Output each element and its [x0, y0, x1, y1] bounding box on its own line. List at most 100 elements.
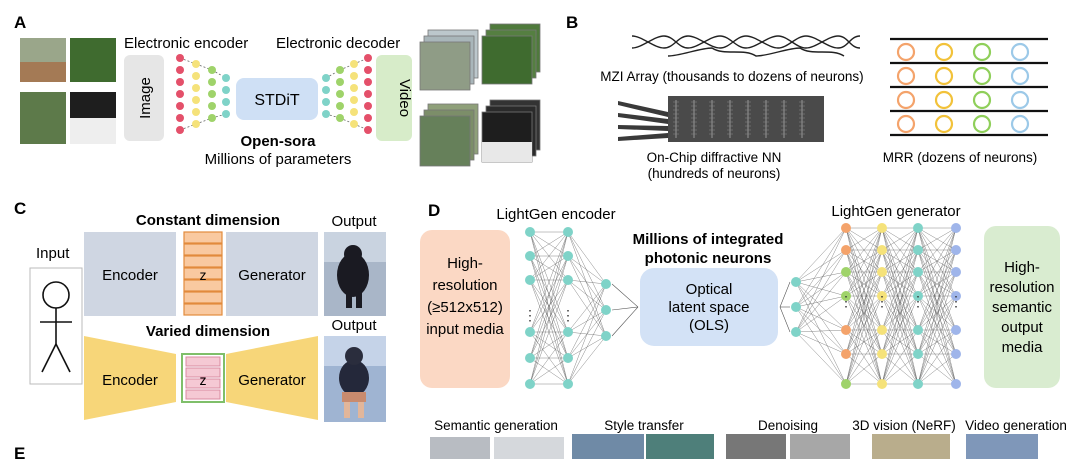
neuron-node [601, 305, 611, 315]
neuron-node [192, 72, 200, 80]
input-text-line: (≥512x512) [427, 299, 503, 316]
lightgen-encoder-title: LightGen encoder [496, 206, 615, 223]
latent-cell [183, 267, 223, 280]
input-text-line: High- [447, 255, 483, 272]
neuron-node [841, 245, 851, 255]
latent-cell [185, 367, 221, 378]
neuron-node [913, 379, 923, 389]
neuron-node [208, 66, 216, 74]
neuron-node [877, 223, 887, 233]
lightgen-encoder-network: ⋮⋮ [523, 227, 639, 389]
neuron-node [208, 102, 216, 110]
panel-d-letter: D [428, 201, 440, 220]
ellipsis-dots: ⋮ [839, 293, 853, 309]
stdit-label: STDiT [254, 92, 300, 109]
neuron-node [525, 379, 535, 389]
neurons-title-1: Millions of integrated [633, 231, 784, 248]
task-style-transfer: Style transfer [604, 418, 684, 433]
denoising-image [790, 434, 850, 459]
neuron-node [563, 379, 573, 389]
neuron-node [192, 84, 200, 92]
neuron-node [951, 291, 961, 301]
microring-resonator [1010, 114, 1030, 134]
neuron-node [222, 98, 230, 106]
output-text-line: resolution [989, 279, 1054, 296]
neuron-node [877, 379, 887, 389]
denoising-image [726, 434, 786, 459]
varied-dimension-title: Varied dimension [146, 323, 270, 340]
neuron-node [322, 98, 330, 106]
image-thumbnail [20, 92, 66, 144]
neuron-node [913, 245, 923, 255]
neuron-node [364, 54, 372, 62]
stdit-box [236, 78, 318, 120]
latent-cell [183, 291, 223, 304]
neuron-node [841, 379, 851, 389]
neuron-node [791, 277, 801, 287]
neuron-node [336, 102, 344, 110]
constant-encoder-box [84, 232, 176, 316]
output-text-line: semantic [992, 299, 1053, 316]
neuron-node [563, 227, 573, 237]
output-image-top [324, 232, 386, 316]
neuron-node [841, 325, 851, 335]
neuron-node [192, 96, 200, 104]
neuron-node [208, 90, 216, 98]
latent-cell [183, 243, 223, 256]
neuron-node [336, 90, 344, 98]
latent-z-label-varied: z [200, 372, 207, 388]
electronic-encoder-label: Electronic encoder [124, 35, 248, 52]
varied-encoder-label: Encoder [102, 372, 158, 389]
neuron-node [841, 291, 851, 301]
neuron-node [208, 114, 216, 122]
panel-e: E Semantic generation Style transfer Den… [14, 418, 1067, 463]
neuron-node [222, 74, 230, 82]
microring-resonator [934, 66, 954, 86]
neuron-node [841, 349, 851, 359]
neuron-node [841, 267, 851, 277]
neuron-node [601, 279, 611, 289]
microring-resonator [972, 114, 992, 134]
neuron-node [176, 78, 184, 86]
neuron-node [364, 78, 372, 86]
neuron-node [951, 267, 961, 277]
video-frames-top [419, 23, 541, 91]
latent-cell [183, 279, 223, 292]
panel-a-letter: A [14, 13, 26, 32]
neuron-node [525, 227, 535, 237]
task-semantic-generation: Semantic generation [434, 418, 558, 433]
ellipsis-dots: ⋮ [911, 293, 925, 309]
microring-resonator [1010, 42, 1030, 62]
neuron-node [913, 291, 923, 301]
neuron-node [222, 110, 230, 118]
diffractive-chip [618, 96, 824, 142]
diffractive-nn-label-2: (hundreds of neurons) [648, 166, 781, 181]
neuron-node [951, 325, 961, 335]
mrr-array [890, 37, 1048, 137]
neuron-node [951, 379, 961, 389]
stick-figure-input [29, 267, 83, 385]
microring-resonator [972, 66, 992, 86]
neuron-node [601, 331, 611, 341]
neuron-node [913, 325, 923, 335]
neuron-node [563, 327, 573, 337]
panel-d: D LightGen encoder LightGen generator Hi… [420, 201, 1060, 389]
neuron-node [525, 275, 535, 285]
panel-c: C Input Constant dimension Encoder z Gen… [14, 199, 386, 422]
neuron-node [208, 78, 216, 86]
electronic-decoder-label: Electronic decoder [276, 35, 400, 52]
neuron-node [336, 66, 344, 74]
latent-cell [185, 356, 221, 367]
neuron-node [336, 78, 344, 86]
video-frames-bottom [419, 99, 541, 167]
latent-z-label-constant: z [200, 267, 207, 283]
neuron-node [525, 251, 535, 261]
semantic-generation-image [430, 437, 490, 459]
semantic-generation-image [494, 437, 564, 459]
neuron-node [222, 86, 230, 94]
neuron-node [877, 349, 887, 359]
varied-encoder-trapezoid [84, 336, 176, 420]
neuron-node [913, 267, 923, 277]
neuron-node [364, 90, 372, 98]
